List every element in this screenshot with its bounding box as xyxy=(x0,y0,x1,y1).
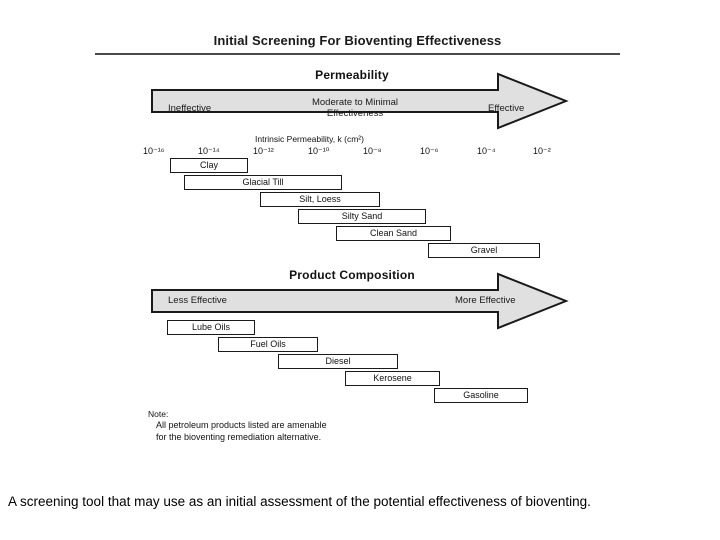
page-title: Initial Screening For Bioventing Effecti… xyxy=(213,33,502,48)
slide-caption: A screening tool that may use as an init… xyxy=(8,494,591,509)
range-box-gasoline: Gasoline xyxy=(434,388,528,403)
tick-label-6: 10⁻⁶ xyxy=(420,146,439,156)
axis-caption: Intrinsic Permeability, k (cm²) xyxy=(255,134,364,144)
range-box-fuel-oils: Fuel Oils xyxy=(218,337,318,352)
range-box-silty-sand: Silty Sand xyxy=(298,209,426,224)
permeability-heading: Permeability xyxy=(315,68,389,82)
tick-label-3: 10⁻¹² xyxy=(253,146,274,156)
range-box-kerosene: Kerosene xyxy=(345,371,440,386)
range-box-silt-loess: Silt, Loess xyxy=(260,192,380,207)
range-box-clay: Clay xyxy=(170,158,248,173)
permeability-label-moderate: Moderate to Minimal Effectiveness xyxy=(311,97,399,119)
product-label-more-effective: More Effective xyxy=(455,295,516,306)
permeability-label-effective: Effective xyxy=(488,103,525,114)
tick-label-1: 10⁻¹⁶ xyxy=(143,146,165,156)
tick-label-8: 10⁻² xyxy=(533,146,551,156)
range-box-gravel: Gravel xyxy=(428,243,540,258)
range-box-clean-sand: Clean Sand xyxy=(336,226,451,241)
tick-label-7: 10⁻⁴ xyxy=(477,146,496,156)
product-composition-heading: Product Composition xyxy=(289,268,415,282)
range-box-diesel: Diesel xyxy=(278,354,398,369)
tick-label-5: 10⁻⁸ xyxy=(363,146,382,156)
bioventing-screening-figure: Initial Screening For Bioventing Effecti… xyxy=(95,33,620,442)
range-box-glacial-till: Glacial Till xyxy=(184,175,342,190)
range-box-lube-oils: Lube Oils xyxy=(167,320,255,335)
note-title: Note: xyxy=(148,409,169,419)
tick-label-4: 10⁻¹⁰ xyxy=(308,146,330,156)
title-divider xyxy=(95,53,620,55)
note-body: All petroleum products listed are amenab… xyxy=(156,420,327,442)
product-label-less-effective: Less Effective xyxy=(168,295,227,306)
permeability-arrow xyxy=(150,72,570,130)
permeability-label-ineffective: Ineffective xyxy=(168,103,212,114)
tick-label-2: 10⁻¹⁴ xyxy=(198,146,220,156)
product-composition-arrow xyxy=(150,272,570,330)
